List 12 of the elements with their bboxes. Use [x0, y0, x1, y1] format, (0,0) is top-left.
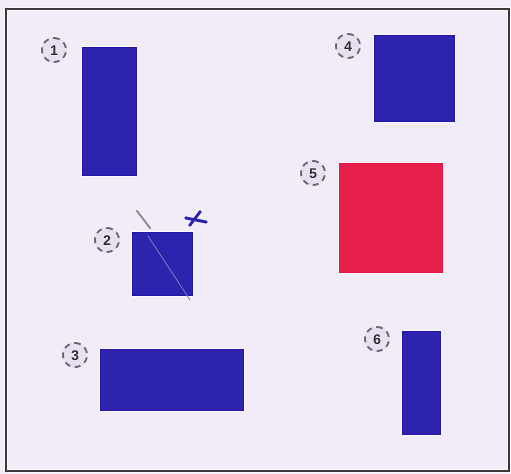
callout-number: 3: [62, 342, 88, 368]
callout-number: 4: [335, 33, 361, 59]
callout-number: 1: [41, 37, 67, 63]
tall-block: [402, 331, 441, 435]
wide-block: [100, 349, 244, 411]
callout-number: 2: [94, 227, 120, 253]
callout-number: 6: [364, 326, 390, 352]
callout-number: 5: [300, 160, 326, 186]
square-block: [339, 163, 443, 273]
tall-block: [82, 47, 137, 176]
square-block: [132, 232, 193, 296]
square-block: [374, 35, 455, 122]
